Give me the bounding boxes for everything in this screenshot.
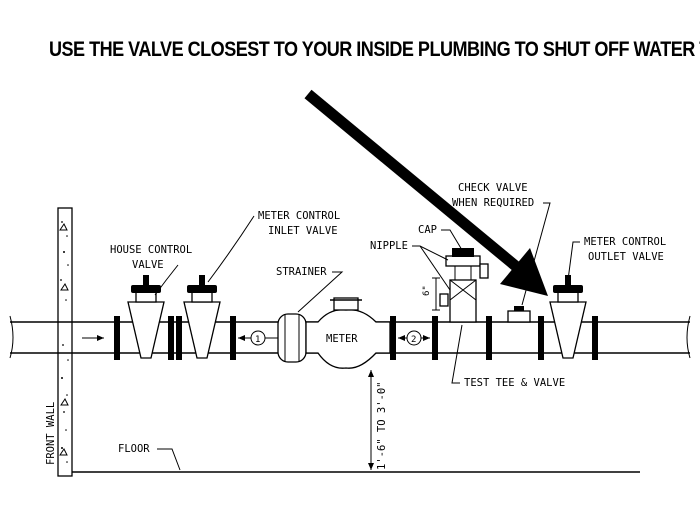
meter-inlet-valve-label-line2: INLET VALVE — [268, 225, 338, 237]
house-control-valve-label-line1: HOUSE CONTROL — [110, 244, 192, 256]
spacer-1-number: 1 — [255, 335, 260, 345]
cap-label: CAP — [418, 224, 437, 236]
check-valve-label-line1: CHECK VALVE — [458, 182, 528, 194]
nipple-label: NIPPLE — [370, 240, 408, 252]
meter-outlet-valve-label-line2: OUTLET VALVE — [588, 251, 664, 263]
front-wall-label: FRONT WALL — [45, 402, 57, 465]
height-dimension — [368, 370, 374, 470]
height-dimension-label: 1'-6" TO 3'-0" — [376, 381, 388, 470]
headline-instruction: USE THE VALVE CLOSEST TO YOUR INSIDE PLU… — [49, 38, 700, 61]
meter-outlet-valve-label-line1: METER CONTROL — [584, 236, 666, 248]
meter-label: METER — [326, 333, 358, 345]
strainer-label: STRAINER — [276, 266, 327, 278]
check-valve — [507, 306, 531, 323]
front-wall — [57, 207, 73, 477]
water-meter — [305, 297, 391, 369]
meter-inlet-valve — [183, 275, 221, 359]
house-control-valve — [127, 275, 165, 359]
meter-outlet-valve — [549, 275, 587, 359]
spacer-2-number: 2 — [411, 335, 416, 345]
test-tee-and-valve — [432, 248, 489, 323]
nipple-size-label: 6" — [422, 285, 432, 296]
house-control-valve-label-line2: VALVE — [132, 259, 164, 271]
strainer — [277, 313, 307, 363]
check-valve-label-line2: WHEN REQUIRED — [452, 197, 534, 209]
arrow-pointing-to-outlet-valve-icon — [304, 89, 548, 296]
floor-label: FLOOR — [118, 443, 150, 455]
test-tee-label: TEST TEE & VALVE — [464, 377, 565, 389]
meter-inlet-valve-label-line1: METER CONTROL — [258, 210, 340, 222]
